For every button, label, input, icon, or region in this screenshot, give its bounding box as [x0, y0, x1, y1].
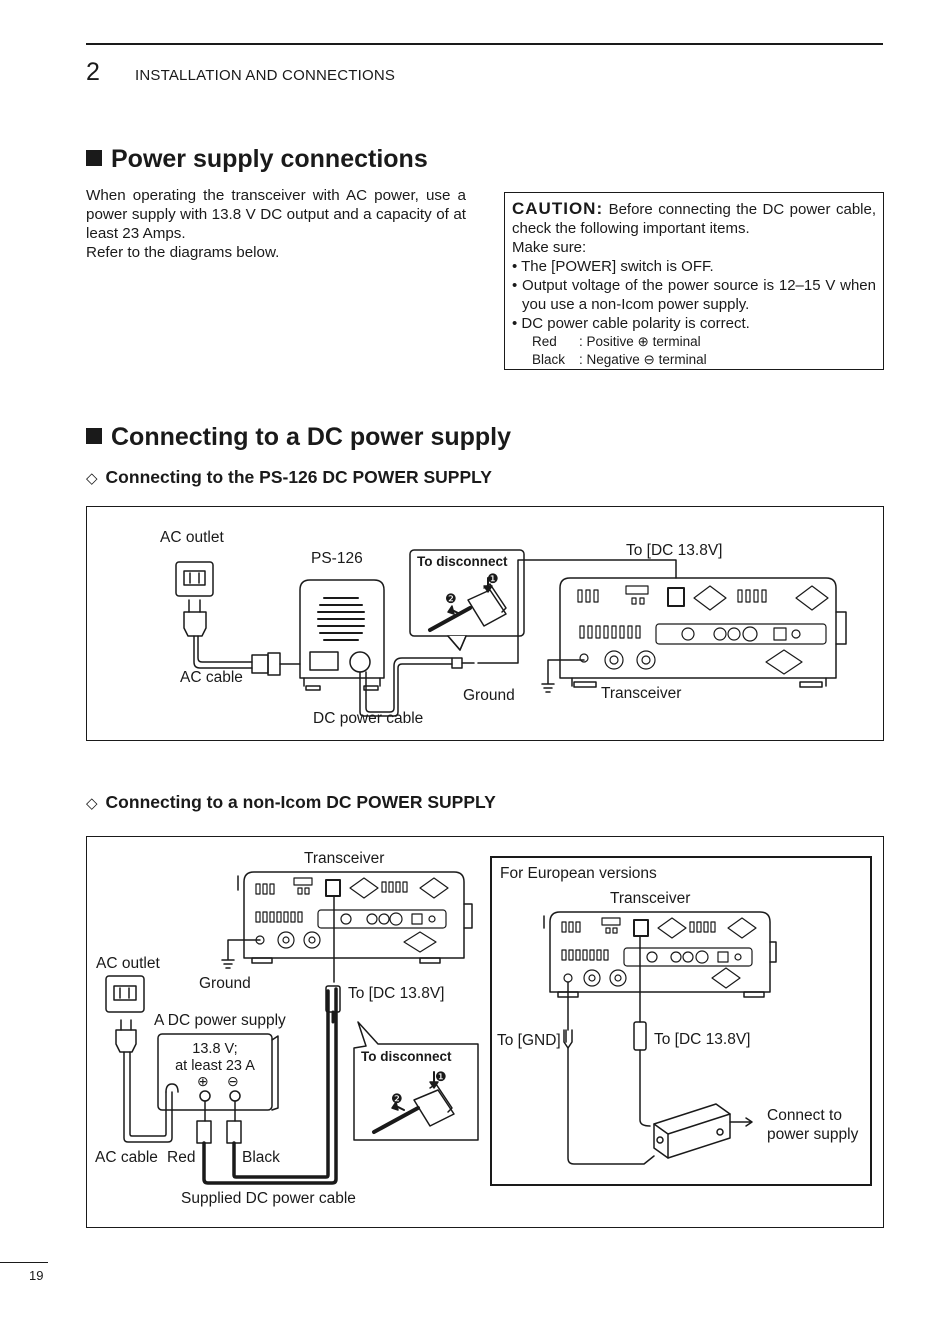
step-2-marker: ❷	[445, 591, 457, 606]
transceiver-rear-icon	[543, 911, 777, 998]
label-black: Black	[242, 1149, 280, 1166]
label-ps126: PS-126	[311, 550, 363, 567]
plus-terminal-icon: ⊕	[197, 1073, 209, 1089]
intro-paragraph: When operating the transceiver with AC p…	[86, 187, 466, 242]
step-1-marker: ❶	[435, 1069, 447, 1084]
section-heading-dc-supply: Connecting to a DC power supply	[86, 423, 511, 452]
caution-box: CAUTION: Before connecting the DC power …	[504, 192, 884, 370]
minus-terminal-icon: ⊖	[227, 1073, 239, 1089]
label-ac-outlet: AC outlet	[96, 955, 160, 972]
label-spec-current: at least 23 A	[175, 1058, 255, 1074]
label-ac-cable: AC cable	[95, 1149, 158, 1166]
label-dc-power-cable: DC power cable	[313, 710, 424, 727]
intro-refer: Refer to the diagrams below.	[86, 244, 280, 261]
section-heading-power-supply: Power supply connections	[86, 145, 428, 174]
label-power-supply: power supply	[767, 1126, 859, 1143]
chapter-title: INSTALLATION AND CONNECTIONS	[135, 67, 396, 84]
subheading-ps126: ◇Connecting to the PS-126 DC POWER SUPPL…	[86, 467, 492, 487]
diagram-non-icom-frame	[86, 836, 884, 1228]
disconnect-callout	[353, 1021, 479, 1141]
diamond-bullet-icon: ◇	[86, 470, 98, 487]
label-spec-voltage: 13.8 V;	[192, 1041, 238, 1057]
caution-heading: CAUTION:	[512, 199, 604, 218]
square-bullet-icon	[86, 150, 102, 166]
label-european-title: For European versions	[500, 865, 657, 882]
footer-rule	[0, 1262, 48, 1263]
label-red: Red	[167, 1149, 196, 1166]
label-to-gnd: To [GND]	[497, 1032, 561, 1049]
dc-power-cable-line	[359, 559, 677, 717]
polarity-red: Red: Positive ⊕ terminal	[532, 334, 701, 349]
ac-outlet-icon	[105, 975, 145, 1013]
supplied-dc-cable-line	[196, 985, 341, 1185]
caution-make-sure: Make sure:	[512, 239, 587, 256]
header-rule	[86, 43, 883, 45]
ac-plug-icon	[183, 599, 301, 676]
square-bullet-icon	[86, 428, 102, 444]
label-ground: Ground	[199, 975, 251, 992]
transceiver-rear-icon	[541, 577, 847, 693]
label-dc-power-supply: A DC power supply	[154, 1012, 286, 1029]
european-cables-line	[563, 935, 753, 1165]
chapter-number: 2	[86, 58, 100, 86]
step-2-marker: ❷	[391, 1091, 403, 1106]
label-transceiver: Transceiver	[601, 685, 682, 702]
label-to-disconnect: To disconnect	[361, 1049, 452, 1064]
caution-bullet: • Output voltage of the power source is …	[512, 277, 876, 313]
label-to-dc: To [DC 13.8V]	[654, 1031, 751, 1048]
ac-outlet-icon	[175, 561, 214, 597]
label-transceiver: Transceiver	[610, 890, 691, 907]
label-supplied-dc-cable: Supplied DC power cable	[181, 1190, 356, 1207]
ac-plug-icon	[115, 1019, 179, 1143]
transceiver-rear-icon	[221, 871, 473, 983]
polarity-black: Black: Negative ⊖ terminal	[532, 352, 707, 367]
step-1-marker: ❶	[487, 571, 499, 586]
label-ac-cable: AC cable	[180, 669, 243, 686]
label-ac-outlet: AC outlet	[160, 529, 224, 546]
subheading-non-icom: ◇Connecting to a non-Icom DC POWER SUPPL…	[86, 792, 496, 812]
caution-bullet: • The [POWER] switch is OFF.	[512, 258, 714, 275]
label-to-disconnect: To disconnect	[417, 554, 508, 569]
page-number: 19	[29, 1268, 44, 1283]
disconnect-callout	[409, 549, 525, 651]
label-to-dc: To [DC 13.8V]	[348, 985, 445, 1002]
ps126-power-supply-icon	[299, 579, 385, 691]
intro-text: When operating the transceiver with AC p…	[86, 186, 466, 262]
european-version-frame	[490, 856, 872, 1186]
diagram-ps126-frame	[86, 506, 884, 741]
label-transceiver: Transceiver	[304, 850, 385, 867]
label-to-dc: To [DC 13.8V]	[626, 542, 723, 559]
label-ground: Ground	[463, 687, 515, 704]
label-connect-to: Connect to	[767, 1107, 842, 1124]
caution-intro: CAUTION: Before connecting the DC power …	[512, 199, 877, 237]
caution-bullet: • DC power cable polarity is correct.	[512, 315, 750, 332]
diamond-bullet-icon: ◇	[86, 795, 98, 812]
